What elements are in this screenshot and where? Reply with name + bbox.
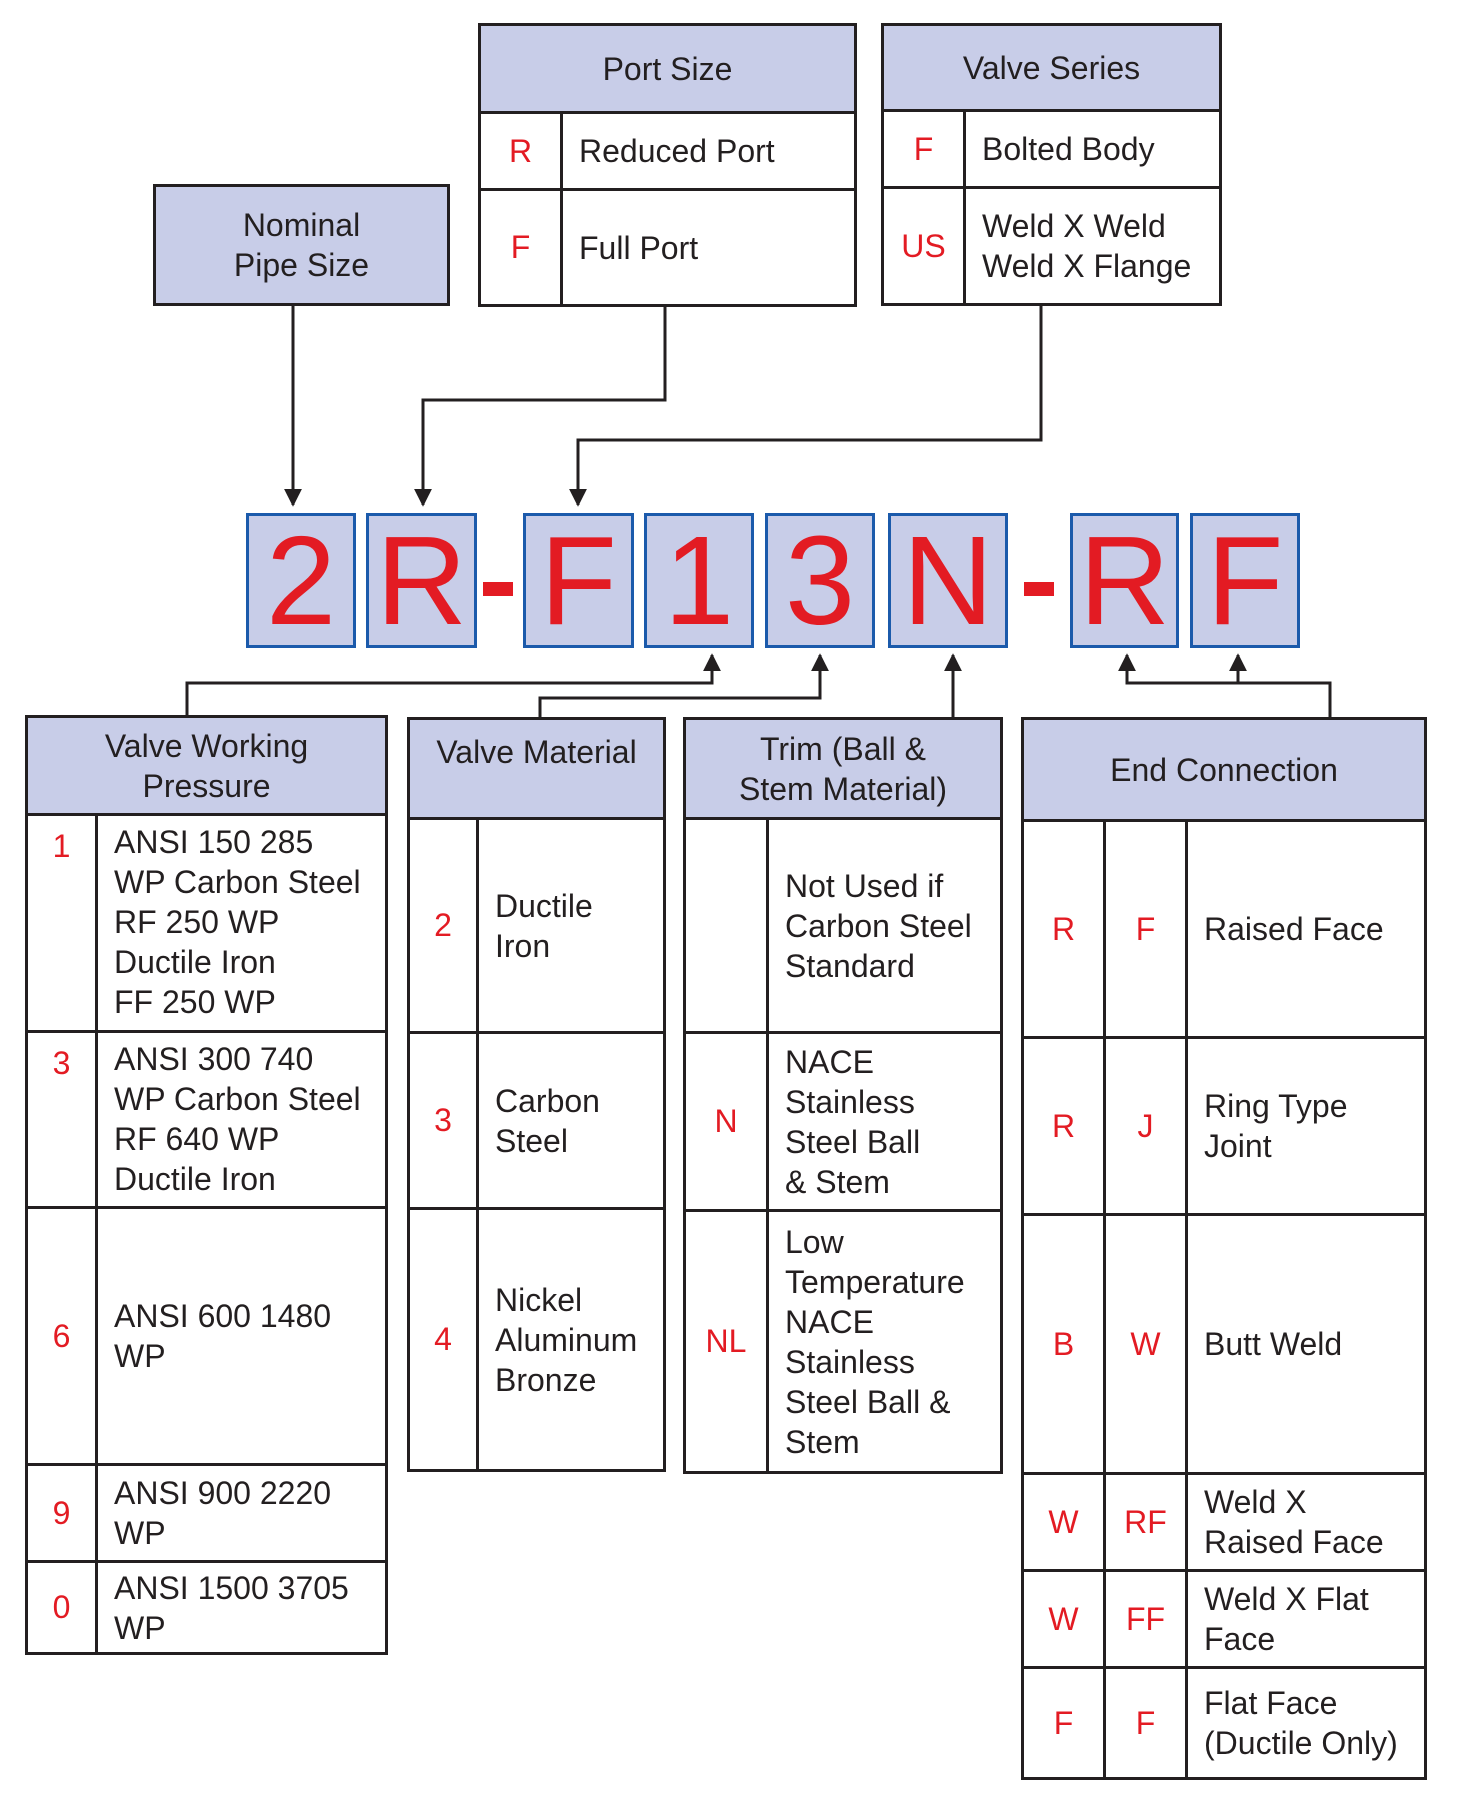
end-code-2: J xyxy=(1106,1039,1188,1213)
model-char-port: R xyxy=(366,513,477,648)
pressure-desc: ANSI 1500 3705 WP xyxy=(114,1569,349,1646)
end-code-1: F xyxy=(1024,1669,1106,1777)
material-code: 3 xyxy=(410,1034,479,1207)
port-size-row-reduced: R Reduced Port xyxy=(481,114,854,191)
nominal-pipe-size-box: Nominal Pipe Size xyxy=(153,184,450,306)
trim-code xyxy=(686,820,769,1031)
end-desc: Weld X Flat Face xyxy=(1204,1581,1369,1657)
pressure-row: 0 ANSI 1500 3705 WP xyxy=(28,1563,385,1652)
material-row: 2 Ductile Iron xyxy=(410,820,663,1034)
pressure-row: 6 ANSI 600 1480 WP xyxy=(28,1209,385,1466)
end-connection-row: R J Ring Type Joint xyxy=(1024,1039,1424,1216)
material-code: 4 xyxy=(410,1210,479,1469)
valve-working-pressure-box: Valve Working Pressure 1 ANSI 150 285 WP… xyxy=(25,715,388,1655)
nominal-pipe-size-title: Nominal Pipe Size xyxy=(156,187,447,303)
valve-series-title: Valve Series xyxy=(884,26,1219,112)
material-desc: Nickel Aluminum Bronze xyxy=(495,1281,638,1398)
pressure-code: 1 xyxy=(28,816,98,1030)
trim-row: Not Used if Carbon Steel Standard xyxy=(686,820,1000,1034)
trim-code: N xyxy=(686,1034,769,1209)
end-code-2: F xyxy=(1106,1669,1188,1777)
pressure-row: 3 ANSI 300 740 WP Carbon Steel RF 640 WP… xyxy=(28,1033,385,1209)
pressure-code: 6 xyxy=(28,1209,98,1463)
pressure-code: 9 xyxy=(28,1466,98,1560)
model-char-end-1: R xyxy=(1070,513,1179,648)
end-connection-title: End Connection xyxy=(1024,720,1424,822)
model-char-end-2: F xyxy=(1190,513,1300,648)
end-connection-row: F F Flat Face (Ductile Only) xyxy=(1024,1669,1424,1777)
arrow-end-1 xyxy=(1118,653,1332,717)
series-desc: Bolted Body xyxy=(982,131,1155,167)
end-code-2: F xyxy=(1106,822,1188,1036)
trim-row: NL Low Temperature NACE Stainless Steel … xyxy=(686,1212,1000,1471)
end-code-1: B xyxy=(1024,1216,1106,1472)
end-connection-row: B W Butt Weld xyxy=(1024,1216,1424,1475)
end-connection-row: W FF Weld X Flat Face xyxy=(1024,1572,1424,1669)
end-desc: Flat Face (Ductile Only) xyxy=(1204,1685,1398,1761)
end-desc: Ring Type Joint xyxy=(1204,1088,1348,1164)
model-char-trim: N xyxy=(888,513,1008,648)
trim-box: Trim (Ball & Stem Material) Not Used if … xyxy=(683,717,1003,1474)
pressure-code: 3 xyxy=(28,1033,98,1206)
trim-desc: Not Used if Carbon Steel Standard xyxy=(785,867,972,984)
arrow-material xyxy=(538,653,829,717)
port-size-row-full: F Full Port xyxy=(481,191,854,304)
pressure-desc: ANSI 900 2220 WP xyxy=(114,1475,332,1551)
model-char-size: 2 xyxy=(246,513,356,648)
arrow-port xyxy=(414,306,667,507)
pressure-desc: ANSI 300 740 WP Carbon Steel RF 640 WP D… xyxy=(114,1041,361,1197)
end-code-1: W xyxy=(1024,1572,1106,1666)
valve-material-title: Valve Material xyxy=(410,720,663,820)
end-code-2: RF xyxy=(1106,1475,1188,1569)
material-desc: Carbon Steel xyxy=(495,1082,600,1159)
end-connection-row: R F Raised Face xyxy=(1024,822,1424,1039)
end-code-2: W xyxy=(1106,1216,1188,1472)
end-desc: Weld X Raised Face xyxy=(1204,1484,1384,1560)
pressure-desc: ANSI 150 285 WP Carbon Steel RF 250 WP D… xyxy=(114,824,361,1020)
material-row: 4 Nickel Aluminum Bronze xyxy=(410,1210,663,1469)
end-code-1: W xyxy=(1024,1475,1106,1569)
end-code-1: R xyxy=(1024,822,1106,1036)
trim-desc: NACE Stainless Steel Ball & Stem xyxy=(785,1043,921,1200)
material-desc: Ductile Iron xyxy=(495,887,593,964)
arrow-series xyxy=(569,305,1043,507)
trim-row: N NACE Stainless Steel Ball & Stem xyxy=(686,1034,1000,1212)
valve-material-box: Valve Material 2 Ductile Iron 3 Carbon S… xyxy=(407,717,666,1472)
pressure-row: 9 ANSI 900 2220 WP xyxy=(28,1466,385,1563)
port-code: F xyxy=(481,191,563,304)
end-desc: Butt Weld xyxy=(1204,1326,1343,1362)
valve-series-box: Valve Series F Bolted Body US Weld X Wel… xyxy=(881,23,1222,306)
port-code: R xyxy=(481,114,563,188)
trim-desc: Low Temperature NACE Stainless Steel Bal… xyxy=(785,1223,965,1460)
material-code: 2 xyxy=(410,820,479,1031)
port-desc: Full Port xyxy=(579,229,699,266)
end-code-2: FF xyxy=(1106,1572,1188,1666)
series-desc: Weld X Weld Weld X Flange xyxy=(982,208,1192,284)
model-char-pressure: 1 xyxy=(644,513,754,648)
pressure-code: 0 xyxy=(28,1563,98,1652)
valve-working-pressure-title: Valve Working Pressure xyxy=(28,718,385,816)
trim-code: NL xyxy=(686,1212,769,1471)
trim-title: Trim (Ball & Stem Material) xyxy=(686,720,1000,820)
end-connection-row: W RF Weld X Raised Face xyxy=(1024,1475,1424,1572)
model-separator xyxy=(483,582,513,596)
port-size-title: Port Size xyxy=(481,26,854,114)
pressure-row: 1 ANSI 150 285 WP Carbon Steel RF 250 WP… xyxy=(28,816,385,1033)
model-char-series: F xyxy=(523,513,634,648)
end-connection-box: End Connection R F Raised Face R J Ring … xyxy=(1021,717,1427,1780)
port-size-box: Port Size R Reduced Port F Full Port xyxy=(478,23,857,307)
arrow-pressure xyxy=(185,653,721,715)
material-row: 3 Carbon Steel xyxy=(410,1034,663,1210)
port-desc: Reduced Port xyxy=(579,133,775,169)
end-code-1: R xyxy=(1024,1039,1106,1213)
series-code: F xyxy=(884,112,966,186)
model-separator xyxy=(1024,582,1054,596)
end-desc: Raised Face xyxy=(1204,911,1384,947)
model-char-material: 3 xyxy=(765,513,875,648)
valve-series-row: F Bolted Body xyxy=(884,112,1219,189)
series-code: US xyxy=(884,189,966,303)
pressure-desc: ANSI 600 1480 WP xyxy=(114,1298,332,1374)
valve-series-row: US Weld X Weld Weld X Flange xyxy=(884,189,1219,303)
